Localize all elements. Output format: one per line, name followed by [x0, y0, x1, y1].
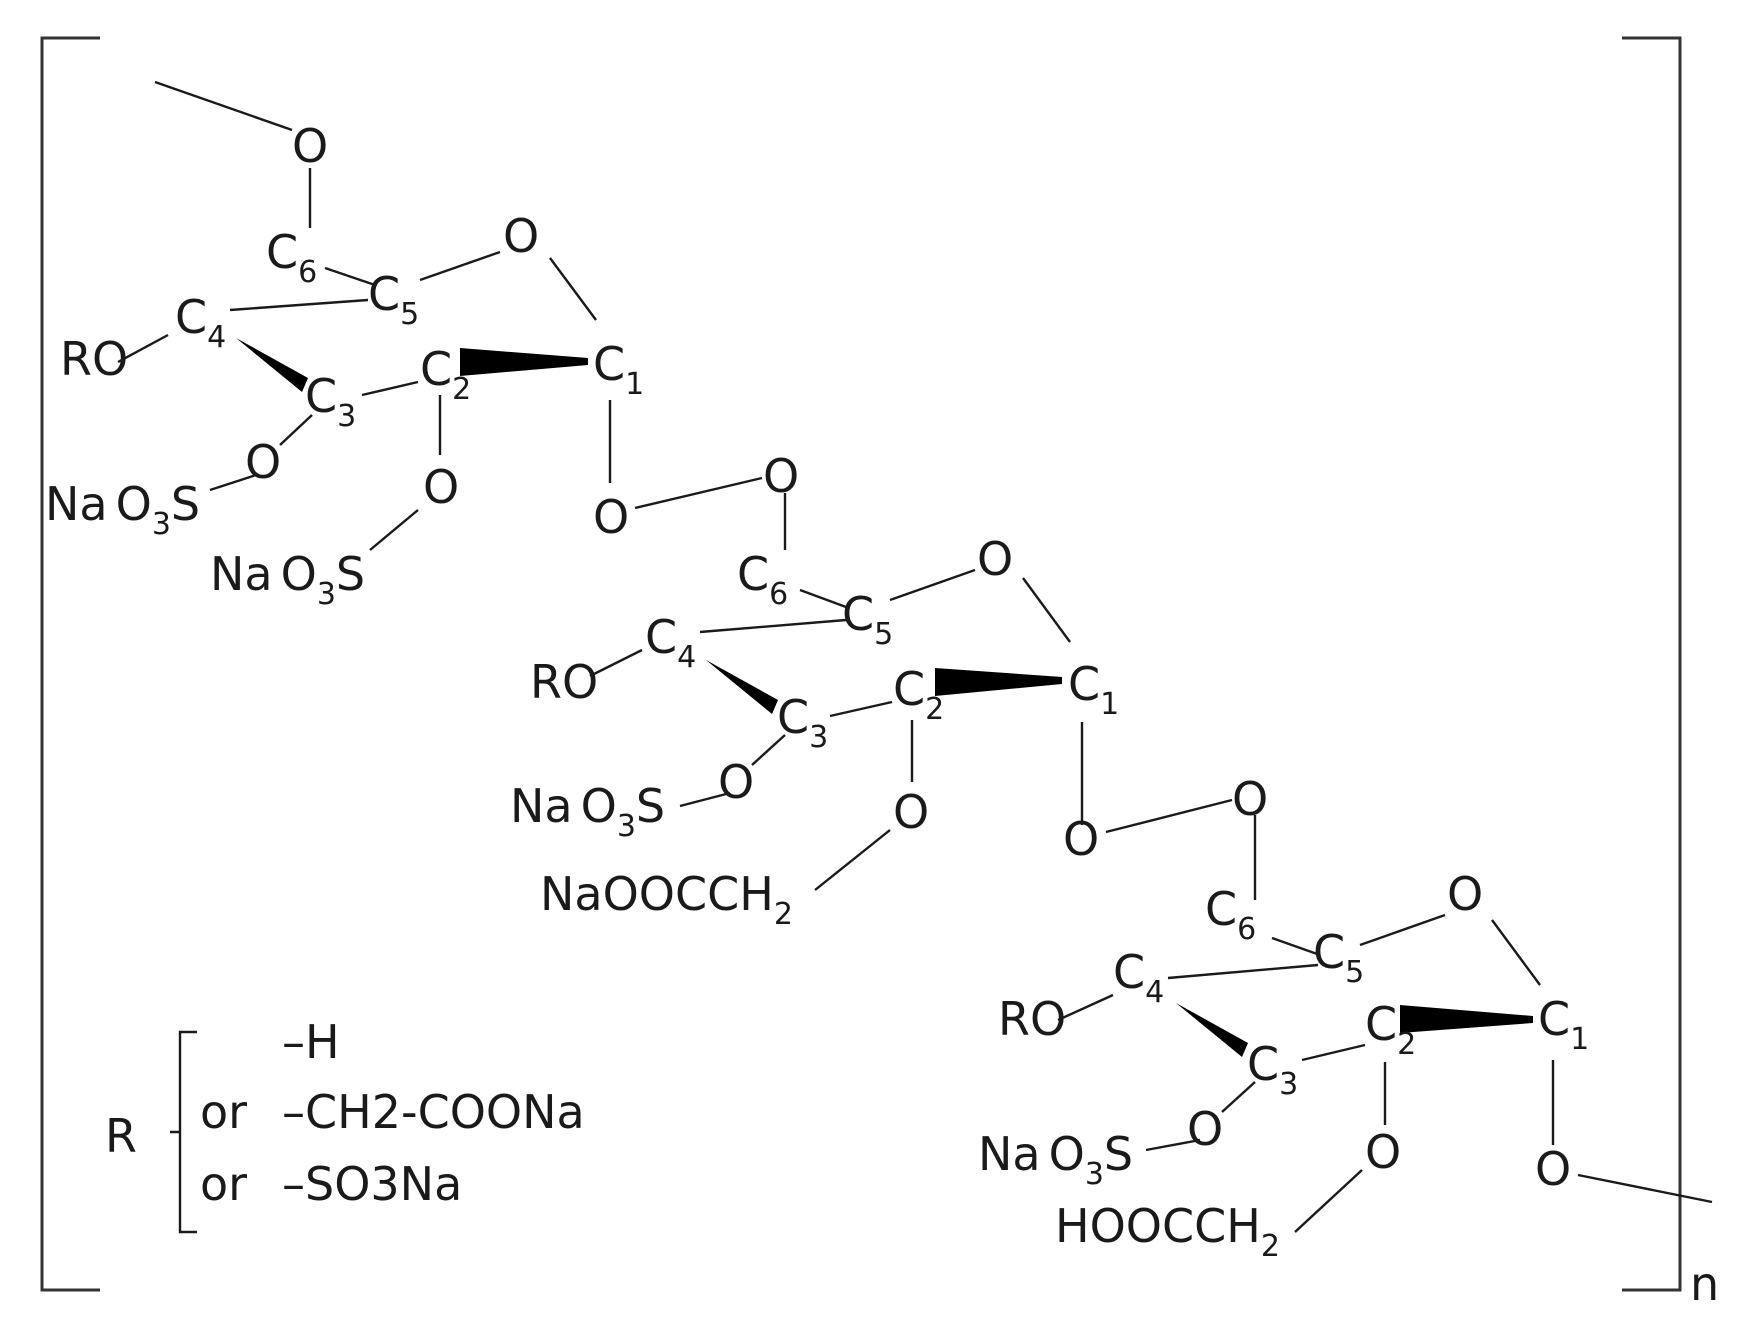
ring-oxygen: O	[1447, 867, 1483, 921]
sulfate-o-c3: O	[718, 755, 754, 809]
glycosidic-o-top: O	[1232, 772, 1268, 826]
repeat-index: n	[1690, 1257, 1719, 1311]
legend-symbol: R	[105, 1109, 137, 1163]
hoocch2-group: HOOCCH2	[1055, 1199, 1280, 1264]
ring-oxygen: O	[977, 532, 1013, 586]
r-group-legend: R –H or –CH2-COONa or –SO3Na	[105, 1015, 585, 1234]
naoocch2-group: NaOOCCH2	[540, 867, 793, 932]
glycosidic-o-c1: O	[1063, 812, 1099, 866]
legend-or-1: or	[200, 1085, 247, 1139]
ring-oxygen: O	[503, 209, 539, 263]
legend-or-2: or	[200, 1157, 247, 1211]
atom-c6: C6	[266, 225, 317, 290]
atom-c1: C1	[593, 337, 644, 402]
legend-option-h: –H	[282, 1015, 340, 1069]
ro-group: RO	[530, 655, 598, 709]
atom-c2: C2	[893, 662, 944, 727]
ro-group: RO	[998, 992, 1066, 1046]
glycosidic-o-c1: O	[593, 490, 629, 544]
atom-c1: C1	[1068, 657, 1119, 722]
glycosidic-o-top: O	[763, 449, 799, 503]
sulfate-o-c2: O	[423, 460, 459, 514]
atom-c3: C3	[1247, 1037, 1298, 1102]
atom-c4: C4	[645, 610, 696, 675]
glycosidic-o-top: O	[292, 119, 328, 173]
legend-brace	[170, 1030, 197, 1234]
atom-c2: C2	[420, 342, 471, 407]
atom-c4: C4	[175, 290, 226, 355]
ro-group: RO	[60, 332, 128, 386]
atom-c3: C3	[777, 690, 828, 755]
atom-c6: C6	[1205, 882, 1256, 947]
carboxymethyl-o: O	[893, 785, 929, 839]
right-bracket	[1622, 36, 1682, 1292]
atom-c5: C5	[368, 267, 419, 332]
atom-c4: C4	[1113, 945, 1164, 1010]
atom-c6: C6	[737, 547, 788, 612]
legend-option-so3na: –SO3Na	[282, 1157, 462, 1211]
atom-c2: C2	[1365, 997, 1416, 1062]
sulfate-o-c3: O	[1187, 1102, 1223, 1156]
legend-option-ch2coona: –CH2-COONa	[282, 1085, 585, 1139]
glycosidic-o-c1: O	[1535, 1142, 1571, 1196]
atom-c5: C5	[842, 587, 893, 652]
atom-c5: C5	[1313, 925, 1364, 990]
carboxymethyl-o: O	[1365, 1125, 1401, 1179]
atom-c1: C1	[1538, 992, 1589, 1057]
left-bracket	[40, 36, 100, 1292]
atom-c3: C3	[305, 369, 356, 434]
sulfate-o-c3: O	[245, 435, 281, 489]
